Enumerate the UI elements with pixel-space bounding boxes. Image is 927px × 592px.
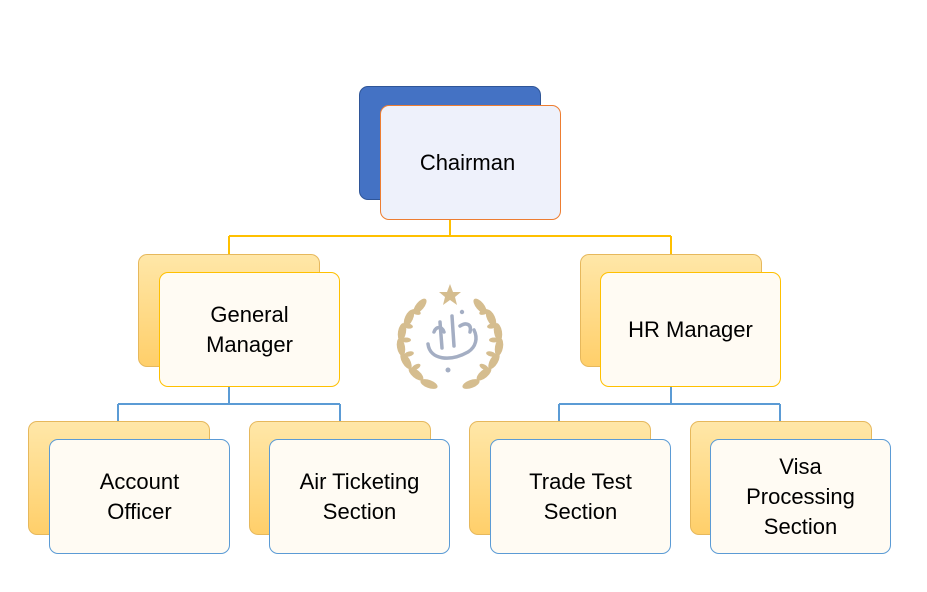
chairman-connectors [228,220,672,254]
hr-manager-node: HR Manager [600,272,781,387]
chairman-node: Chairman [380,105,561,220]
account-officer-node: Account Officer [49,439,230,554]
laurel-wreath-logo-icon [390,282,510,398]
trade-test-node: Trade Test Section [490,439,671,554]
section-connectors [117,387,781,421]
visa-processing-node: Visa Processing Section [710,439,891,554]
general-manager-node: General Manager [159,272,340,387]
air-ticketing-node: Air Ticketing Section [269,439,450,554]
